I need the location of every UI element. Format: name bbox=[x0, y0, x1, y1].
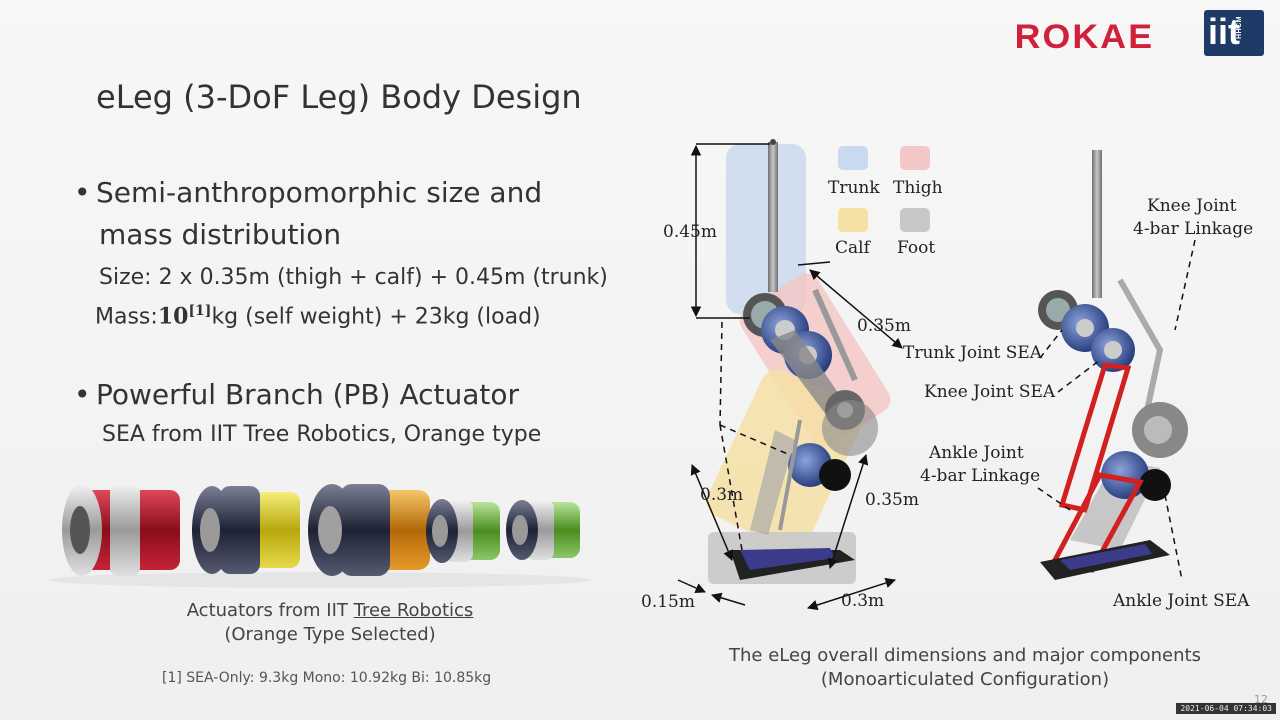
dim-calf-right: 0.35m bbox=[865, 490, 919, 510]
bullet-2: • Powerful Branch (PB) Actuator bbox=[74, 378, 520, 411]
legend-thigh-label: Thigh bbox=[893, 178, 943, 198]
legend-thigh-swatch bbox=[900, 146, 930, 170]
mass-value: 10 bbox=[157, 303, 189, 330]
legend-trunk-swatch bbox=[838, 146, 868, 170]
bullet-dot: • bbox=[74, 176, 91, 209]
footnote: [1] SEA-Only: 9.3kg Mono: 10.92kg Bi: 10… bbox=[162, 670, 492, 686]
ankle-linkage-label-1: Ankle Joint bbox=[929, 443, 1024, 463]
mass-ref: [1] bbox=[188, 303, 212, 319]
iit-logo: iit HHCM bbox=[1204, 10, 1264, 56]
knee-sea-label: Knee Joint SEA bbox=[924, 382, 1056, 402]
dim-foot-length: 0.3m bbox=[841, 591, 885, 611]
trunk-sea-label: Trunk Joint SEA bbox=[903, 343, 1043, 363]
size-line: Size: 2 x 0.35m (thigh + calf) + 0.45m (… bbox=[99, 265, 608, 290]
legend-foot-label: Foot bbox=[897, 238, 936, 258]
bullet-2-line2: SEA from IIT Tree Robotics, Orange type bbox=[102, 422, 542, 447]
legend-calf-swatch bbox=[838, 208, 868, 232]
figure-caption-line2: (Monoarticulated Configuration) bbox=[820, 669, 1110, 690]
figure-caption-line1: The eLeg overall dimensions and major co… bbox=[729, 645, 1201, 666]
eleg-figure bbox=[677, 139, 1196, 611]
mass-line: Mass:10[1]kg (self weight) + 23kg (load) bbox=[95, 303, 541, 329]
figure-caption: The eLeg overall dimensions and major co… bbox=[700, 645, 1230, 690]
bullet-1-line2: mass distribution bbox=[99, 218, 342, 251]
actuator-caption: Actuators from IIT Tree Robotics (Orange… bbox=[150, 600, 510, 645]
ankle-sea-label: Ankle Joint SEA bbox=[1113, 591, 1250, 611]
dim-thigh-length: 0.35m bbox=[857, 316, 911, 336]
actuator-caption-line2: (Orange Type Selected) bbox=[224, 624, 436, 645]
legend-foot-swatch bbox=[900, 208, 930, 232]
page-number: 12 bbox=[1254, 693, 1268, 706]
mass-suffix: kg (self weight) + 23kg (load) bbox=[211, 304, 541, 330]
bullet-2-line1: Powerful Branch (PB) Actuator bbox=[96, 378, 520, 411]
knee-linkage-label-2: 4-bar Linkage bbox=[1133, 219, 1254, 239]
ankle-linkage-label-2: 4-bar Linkage bbox=[920, 466, 1041, 486]
bullet-1: • Semi-anthropomorphic size and bbox=[74, 176, 543, 209]
actuator-caption-prefix: Actuators from IIT bbox=[186, 600, 354, 621]
bullet-dot: • bbox=[74, 378, 91, 411]
iit-logo-text: iit bbox=[1208, 11, 1240, 52]
iit-logo-subtext: HHCM bbox=[1236, 16, 1243, 39]
legend-calf-label: Calf bbox=[835, 238, 870, 258]
slide-title: eLeg (3-DoF Leg) Body Design bbox=[96, 78, 582, 116]
actuator-caption-line1: Actuators from IIT Tree Robotics bbox=[150, 600, 510, 621]
legend-trunk-label: Trunk bbox=[828, 178, 880, 198]
dim-calf-left: 0.3m bbox=[700, 485, 744, 505]
dim-trunk-height: 0.45m bbox=[663, 222, 717, 242]
rokae-logo: ROKAE bbox=[1014, 18, 1155, 56]
video-timestamp: 2021-06-04 07:34:03 bbox=[1176, 703, 1276, 714]
mass-prefix: Mass: bbox=[95, 304, 158, 330]
dim-foot-width: 0.15m bbox=[641, 592, 695, 612]
knee-linkage-label-1: Knee Joint bbox=[1147, 196, 1237, 216]
tree-robotics-link[interactable]: Tree Robotics bbox=[353, 600, 474, 621]
trunk-region bbox=[726, 144, 806, 314]
actuators-image bbox=[50, 484, 590, 588]
bullet-1-line1: Semi-anthropomorphic size and bbox=[96, 176, 543, 209]
